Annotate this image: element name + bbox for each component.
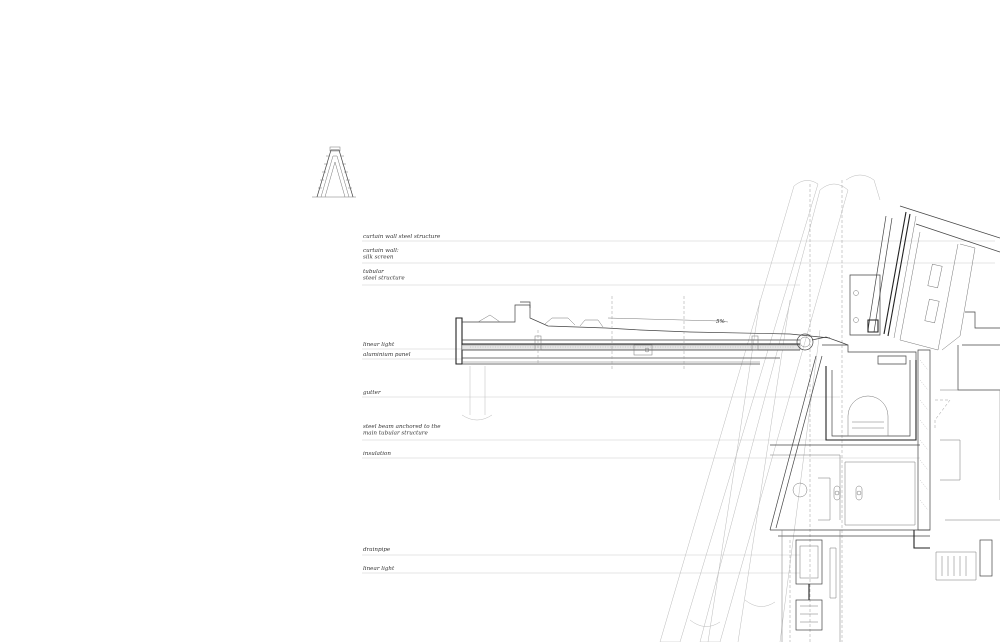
curtain-wall	[849, 205, 1000, 351]
label-gutter: gutter	[363, 390, 381, 396]
callout-labels: curtain wall steel structure curtain wall…	[363, 234, 441, 572]
label-line: curtain wall:	[363, 248, 399, 254]
label-line: tubular	[363, 269, 384, 275]
sloped-fascia	[769, 355, 930, 549]
right-structure	[935, 311, 1000, 581]
label-curtain-wall-silk-screen: curtain wall:silk screen	[363, 248, 399, 261]
support-dashes	[537, 296, 685, 370]
label-curtain-wall-steel-structure: curtain wall steel structure	[363, 234, 441, 240]
steel-beam	[770, 399, 951, 521]
label-linear-light-bottom: linear light	[363, 566, 395, 572]
label-insulation: insulation	[363, 451, 391, 457]
horizontal-tube	[461, 366, 493, 421]
label-linear-light-top: linear light	[363, 342, 395, 348]
label-line: drainpipe	[363, 547, 391, 553]
label-line: linear light	[363, 342, 395, 348]
label-line: curtain wall steel structure	[363, 234, 441, 240]
lower-tubes	[689, 599, 776, 627]
label-aluminium-panel: aluminium panel	[363, 352, 411, 358]
tubular-columns	[659, 174, 881, 642]
label-leaders	[362, 240, 995, 574]
label-line: steel structure	[363, 276, 405, 282]
label-line: main tubular structure	[363, 431, 428, 437]
label-line: insulation	[363, 451, 391, 457]
label-line: gutter	[363, 390, 381, 396]
label-drainpipe: drainpipe	[363, 547, 391, 553]
gutter	[822, 344, 917, 441]
label-line: linear light	[363, 566, 395, 572]
slope-annotation: 5%	[716, 319, 725, 325]
label-line: silk screen	[363, 255, 394, 261]
label-line: aluminium panel	[363, 352, 411, 358]
label-line: steel beam anchored to the	[363, 424, 441, 430]
drainpipe	[781, 530, 841, 642]
building-section-key-icon	[312, 146, 356, 198]
roof-cornice	[455, 301, 849, 365]
